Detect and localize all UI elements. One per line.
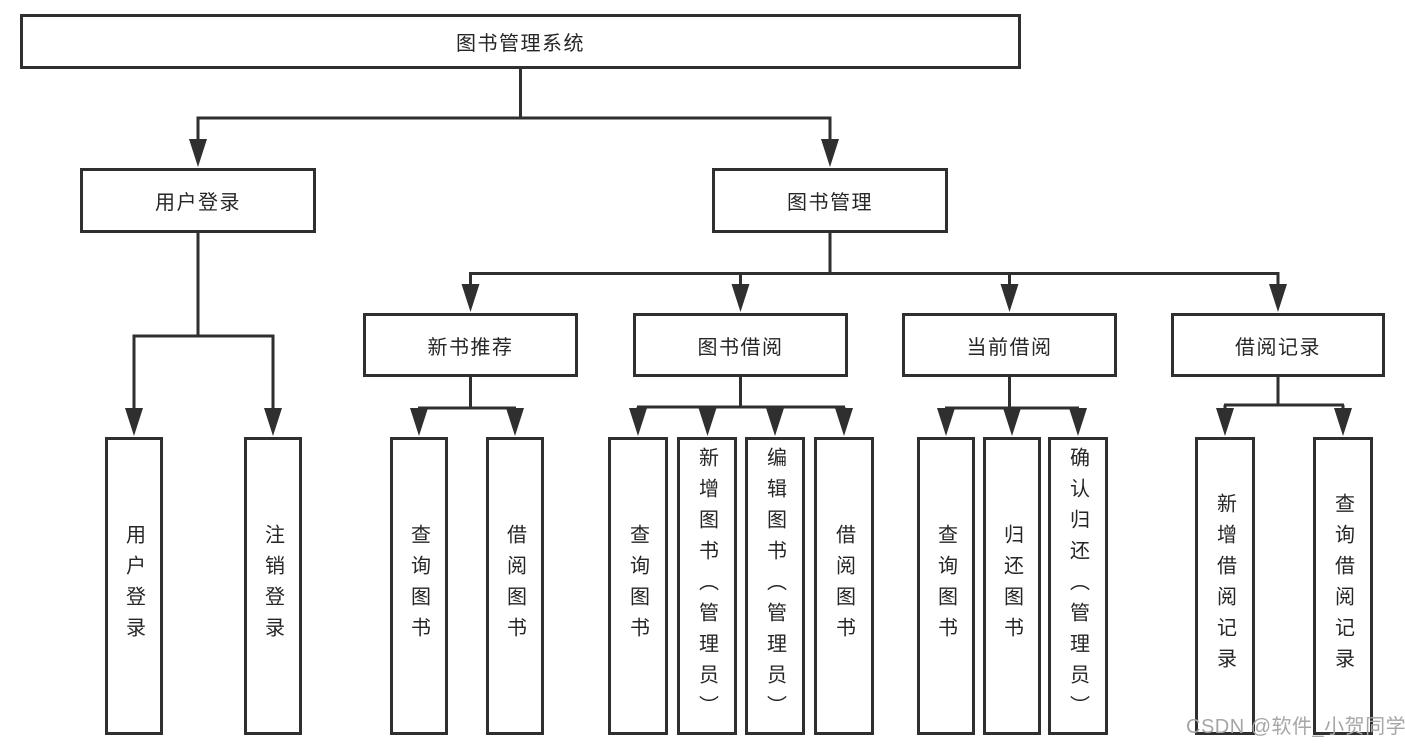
leaf-edit-book-admin: 编辑图书（管理员）: [745, 437, 805, 735]
connector-book-management: [469, 231, 1280, 275]
leaf-query-books-current: 查询图书: [917, 437, 975, 735]
connector-user-login: [132, 231, 275, 338]
arrowheads: [125, 118, 1352, 436]
csdn-watermark: CSDN @软件_小贺同学: [1186, 716, 1405, 738]
leaf-add-borrow-record: 新增借阅记录: [1195, 437, 1255, 735]
node-current-borrowing: 当前借阅: [902, 313, 1117, 377]
node-borrow-records: 借阅记录: [1171, 313, 1385, 377]
node-root: 图书管理系统: [20, 14, 1021, 69]
leaf-query-books-recommend: 查询图书: [390, 437, 448, 735]
leaf-borrow-books-recommend: 借阅图书: [486, 437, 544, 735]
connector-book-borrowing: [637, 375, 845, 409]
leaf-confirm-return-admin: 确认归还（管理员）: [1048, 437, 1108, 735]
leaf-logout: 注销登录: [244, 437, 302, 735]
leaf-add-book-admin: 新增图书（管理员）: [677, 437, 737, 735]
connector-borrow-records: [1224, 375, 1344, 407]
leaf-borrow-books: 借阅图书: [814, 437, 874, 735]
node-user-login: 用户登录: [80, 168, 316, 233]
connector-current-borrowing: [945, 375, 1079, 410]
node-book-management: 图书管理: [712, 168, 948, 233]
leaf-return-book: 归还图书: [983, 437, 1041, 735]
node-book-borrowing: 图书借阅: [633, 313, 848, 377]
node-new-book-recommend: 新书推荐: [363, 313, 578, 377]
leaf-query-books-borrowing: 查询图书: [608, 437, 668, 735]
leaf-query-borrow-record: 查询借阅记录: [1313, 437, 1373, 735]
connector-new-book-recommend: [418, 375, 516, 410]
connector-root: [196, 68, 832, 120]
leaf-user-login: 用户登录: [105, 437, 163, 735]
